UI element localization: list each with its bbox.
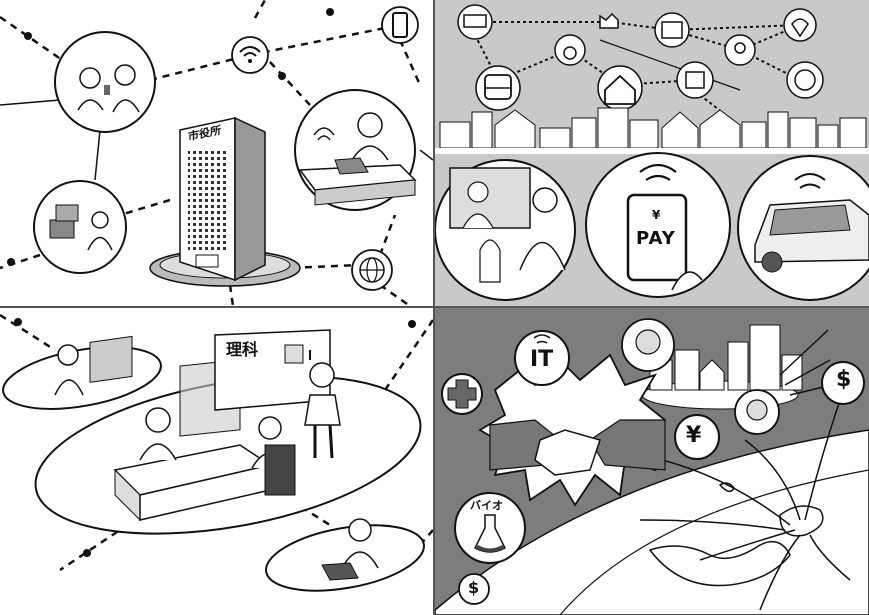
bubble-delivery (33, 180, 127, 274)
dollar-small-icon (458, 573, 490, 605)
bubble-people-phones (54, 31, 156, 133)
panel-city-hall (0, 0, 434, 308)
medical-cross-icon (441, 373, 483, 415)
panel-business (434, 308, 869, 615)
pay-label: PAY (636, 228, 676, 249)
dollar-icon (821, 361, 865, 405)
smartphone-icon (381, 6, 419, 44)
dollar-label-top: $ (836, 367, 852, 392)
bio-label: バイオ (470, 499, 503, 512)
platform-student-laptop (265, 518, 425, 592)
wifi-icon (231, 36, 269, 74)
panel-education (0, 308, 435, 615)
monitor-icon (463, 14, 487, 28)
science-label: 理科 (226, 340, 259, 359)
city-cluster (641, 324, 803, 410)
platform-student-small (2, 335, 162, 410)
home-icon (604, 74, 636, 105)
avatar-man (621, 318, 675, 372)
bio-flask-icon (454, 492, 526, 564)
handshake-burst (478, 353, 667, 507)
globe-icon (351, 249, 393, 291)
yen-label: ¥ (686, 423, 702, 448)
network-lines (0, 0, 422, 308)
heart-chart-icon (791, 18, 809, 38)
bubble-telemedicine (434, 159, 576, 301)
bus-icon (484, 74, 512, 100)
it-icon (514, 330, 570, 386)
bubble-remote-worker (294, 89, 417, 211)
bubble-autonomous-car (737, 155, 869, 301)
map-pin-icon (734, 42, 746, 54)
panel-smart-city (434, 0, 869, 306)
teacher-figure (304, 362, 341, 459)
city-skyline (439, 107, 867, 149)
yen-icon (674, 414, 720, 460)
map-building-icon (685, 71, 705, 89)
phone-yen-label: ¥ (652, 208, 661, 222)
it-label: IT (530, 347, 554, 372)
recycle-icon (661, 21, 683, 39)
japan-map (648, 482, 824, 587)
avatar-woman (734, 389, 780, 435)
bubble-mobile-payment (585, 152, 731, 298)
factory-icon (599, 12, 619, 29)
city-hall-building (149, 116, 301, 287)
dollar-label-bottom: $ (468, 578, 480, 597)
wheelchair-icon (563, 46, 577, 60)
globe-tree-icon (794, 69, 816, 91)
